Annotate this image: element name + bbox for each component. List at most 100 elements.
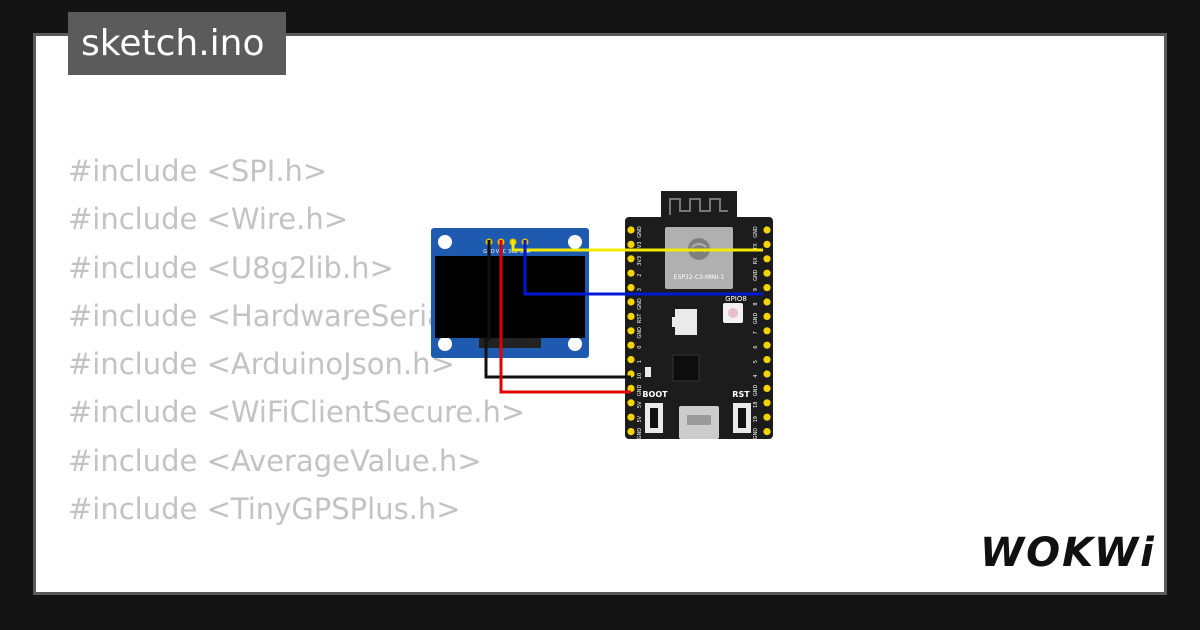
- code-preview: #include <SPI.h> #include <Wire.h> #includ…: [68, 147, 526, 592]
- right-header-pin-label: 19: [753, 416, 759, 422]
- left-header-pin[interactable]: [627, 327, 635, 335]
- left-header-pin[interactable]: [627, 269, 635, 277]
- left-header-pin[interactable]: [627, 240, 635, 248]
- right-header-pin[interactable]: [763, 298, 771, 306]
- rgb-led-lens: [728, 308, 738, 318]
- oled-ribbon: [479, 338, 541, 348]
- left-header-pin-label: 10: [637, 373, 643, 379]
- oled-mount-hole-bl: [438, 337, 452, 351]
- right-header-pin-label: 8: [753, 302, 759, 305]
- code-line: #include <Wire.h>: [68, 202, 349, 237]
- left-header-pin-label: 5V: [637, 415, 643, 422]
- oled-display[interactable]: GND VCC SCL SDA: [431, 228, 589, 358]
- usb-chip: [672, 354, 700, 382]
- boot-button-cap[interactable]: [650, 408, 658, 428]
- right-header-pin[interactable]: [763, 327, 771, 335]
- module-label: ESP32-C3-MINI-1: [674, 274, 725, 281]
- oled-mount-hole-tr: [568, 235, 582, 249]
- wire-red-vcc[interactable]: [499, 240, 631, 394]
- oled-pin-label: SCL: [508, 249, 518, 255]
- left-header-pin[interactable]: [627, 255, 635, 263]
- left-header-pin-label: GND: [637, 385, 643, 397]
- usb-connector-port: [687, 415, 711, 425]
- left-header-pin-label: GND: [637, 226, 643, 238]
- left-header-pin-label: GND: [637, 327, 643, 339]
- left-header-pin-label: GND: [637, 298, 643, 310]
- left-header-pin-label: GND: [637, 428, 643, 440]
- led-indicator: [645, 367, 651, 377]
- left-header-pin[interactable]: [627, 298, 635, 306]
- right-header-pin-label: TX: [753, 243, 759, 251]
- rst-button-cap[interactable]: [738, 408, 746, 428]
- left-header-pin-label: 3V3: [637, 242, 643, 252]
- code-line: #include <TinyGPSPlus.h>: [68, 492, 461, 527]
- right-header-pin[interactable]: [763, 284, 771, 292]
- circuit-diagram: GND VCC SCL SDA ESP32-C3-MINI-1 GPIO8: [431, 191, 773, 439]
- left-header-pin[interactable]: [627, 312, 635, 320]
- regulator-tab: [672, 317, 676, 327]
- right-header-pin[interactable]: [763, 255, 771, 263]
- right-header-pin-label: 9: [753, 288, 759, 291]
- left-header-pin-label: 2: [637, 274, 643, 277]
- oled-mount-hole-tl: [438, 235, 452, 249]
- code-line: #define oled_addr 0x3C: [68, 582, 525, 592]
- right-header-pin[interactable]: [763, 384, 771, 392]
- right-header-pin[interactable]: [763, 413, 771, 421]
- wokwi-logo: WOKWi: [980, 530, 1156, 576]
- right-header-pin[interactable]: [763, 240, 771, 248]
- code-line: #include <ArduinoJson.h>: [68, 347, 455, 382]
- boot-label: BOOT: [642, 390, 668, 399]
- left-header-pin[interactable]: [627, 384, 635, 392]
- right-header-pin[interactable]: [763, 341, 771, 349]
- right-header-pin-label: GND: [753, 226, 759, 238]
- right-header-pin-label: 6: [753, 346, 759, 349]
- right-header-pin[interactable]: [763, 399, 771, 407]
- left-header-pin-label: 3V3: [637, 256, 643, 266]
- right-header-pin-label: GND: [753, 313, 759, 325]
- gpio-label: GPIO8: [725, 295, 747, 303]
- oled-mount-hole-br: [568, 337, 582, 351]
- wire-blue-sda[interactable]: [523, 240, 763, 296]
- wire-yellow-scl[interactable]: [511, 240, 763, 252]
- left-header-pin-label: RST: [637, 313, 643, 324]
- code-line: #include <SPI.h>: [68, 154, 328, 188]
- oled-screen: [435, 256, 585, 338]
- left-header-pin-label: 3: [637, 288, 643, 291]
- left-header-pin[interactable]: [627, 399, 635, 407]
- code-line: #include <WiFiClientSecure.h>: [68, 395, 526, 430]
- right-header-pin-label: GND: [753, 269, 759, 281]
- right-header-pin[interactable]: [763, 370, 771, 378]
- left-header-pin[interactable]: [627, 226, 635, 234]
- left-header-pin-label: 1: [637, 360, 643, 363]
- board-pcb: [625, 217, 773, 439]
- left-header-pin[interactable]: [627, 428, 635, 436]
- right-header-pin[interactable]: [763, 226, 771, 234]
- preview-card: #include <SPI.h> #include <Wire.h> #includ…: [33, 33, 1167, 595]
- left-header-pin[interactable]: [627, 284, 635, 292]
- right-header-pin-label: RX: [753, 257, 759, 264]
- code-line: #include <AverageValue.h>: [68, 443, 482, 478]
- right-header-pin-label: 4: [753, 374, 759, 377]
- right-header-pin-label: 5: [753, 360, 759, 363]
- right-header-pin-label: GND: [753, 428, 759, 440]
- esp32-c3-board[interactable]: ESP32-C3-MINI-1 GPIO8 BOOT RST GND 3V3 3V3…: [625, 191, 773, 439]
- right-header-pin-label: 18: [753, 402, 759, 408]
- right-header-pin[interactable]: [763, 356, 771, 364]
- right-header-pin-label: 7: [753, 331, 759, 334]
- left-header-pin-label: 5V: [637, 401, 643, 408]
- right-header-pin[interactable]: [763, 428, 771, 436]
- code-line: #include <U8g2lib.h>: [68, 250, 394, 285]
- left-header-pin[interactable]: [627, 341, 635, 349]
- wire-black-gnd[interactable]: [484, 240, 631, 379]
- right-header-pin-label: GND: [753, 385, 759, 397]
- antenna-trace: [669, 198, 728, 215]
- filename-tab: sketch.ino: [68, 12, 286, 75]
- rst-label: RST: [732, 390, 750, 399]
- left-header-pin[interactable]: [627, 356, 635, 364]
- left-header-pin-label: 0: [637, 346, 643, 349]
- left-header-pin[interactable]: [627, 413, 635, 421]
- right-header-pin[interactable]: [763, 269, 771, 277]
- right-header-pin[interactable]: [763, 312, 771, 320]
